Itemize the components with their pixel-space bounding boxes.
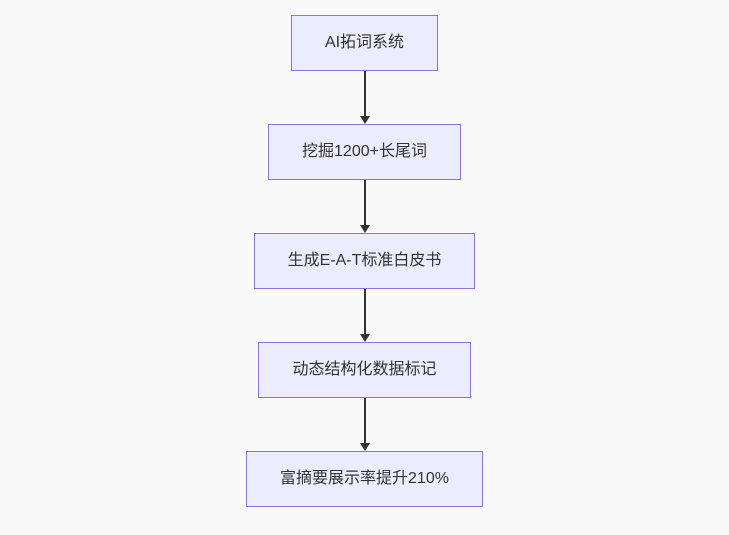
flowchart-node-c: 生成E-A-T标准白皮书 (253, 233, 476, 289)
flowchart-node-c-label: 生成E-A-T标准白皮书 (287, 252, 442, 269)
arrowhead-down-icon (359, 334, 370, 342)
edge-line (363, 289, 366, 334)
flowchart-node-b-label: 挖掘1200+长尾词 (302, 143, 427, 160)
arrowhead-down-icon (359, 225, 370, 233)
edge-d-e (359, 398, 370, 451)
flowchart-node-d: 动态结构化数据标记 (258, 342, 471, 398)
flowchart-node-e-label: 富摘要展示率提升210% (280, 470, 449, 487)
edge-line (363, 71, 366, 116)
edge-a-b (359, 71, 370, 124)
arrowhead-down-icon (359, 116, 370, 124)
edge-c-d (359, 289, 370, 342)
edge-line (363, 398, 366, 443)
flowchart-node-a: AI拓词系统 (290, 15, 439, 71)
flowchart-node-e: 富摘要展示率提升210% (246, 451, 483, 507)
flowchart-node-d-label: 动态结构化数据标记 (292, 361, 437, 378)
edge-line (363, 180, 366, 225)
flowchart: AI拓词系统 挖掘1200+长尾词 生成E-A-T标准白皮书 动态结构化数据标记 (0, 15, 729, 507)
edge-b-c (359, 180, 370, 233)
arrowhead-down-icon (359, 443, 370, 451)
flowchart-node-b: 挖掘1200+长尾词 (268, 124, 461, 180)
flowchart-node-a-label: AI拓词系统 (324, 34, 405, 51)
